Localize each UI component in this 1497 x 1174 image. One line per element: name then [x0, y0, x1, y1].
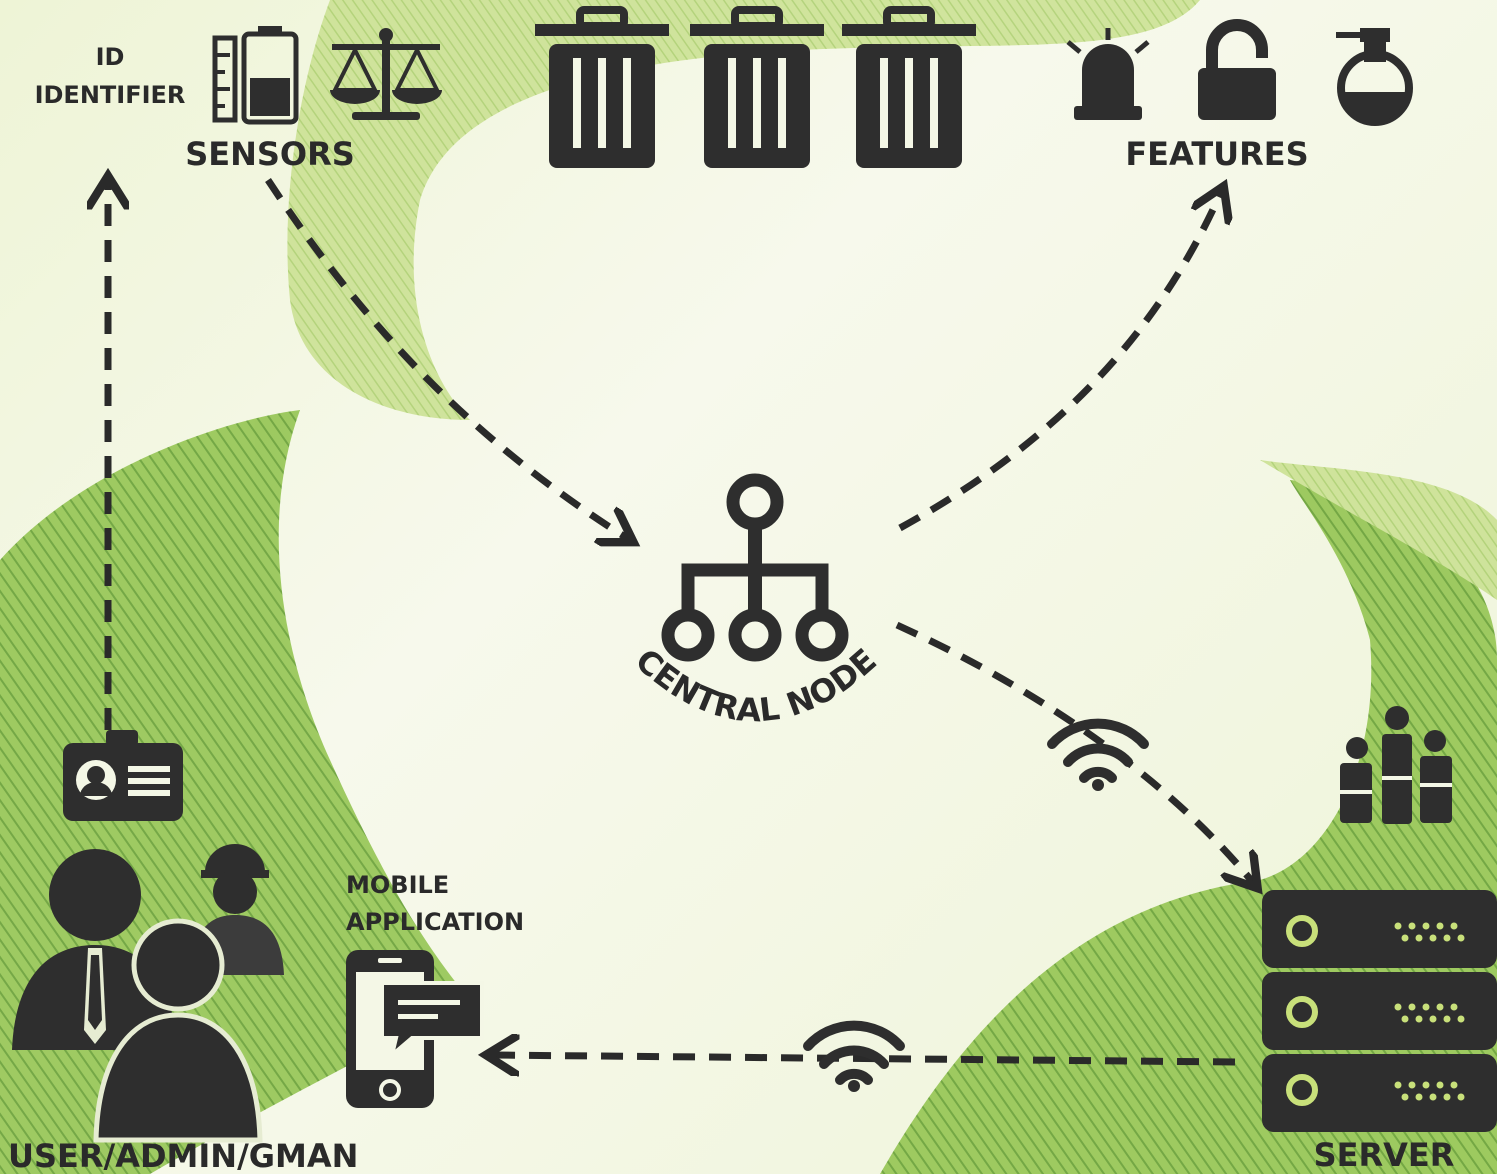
arrow-server-to-mobile — [490, 1055, 1236, 1062]
id-identifier-label-line1: ID — [96, 43, 125, 71]
trash-bin-icon — [690, 6, 824, 168]
features-label: FEATURES — [1125, 135, 1308, 173]
arrow-central-to-features — [898, 190, 1222, 532]
mobile-application-label-line2: APPLICATION — [346, 908, 524, 936]
mobile-application-label-line1: MOBILE — [346, 871, 449, 899]
users-group-icon — [12, 844, 284, 1143]
connectors — [108, 180, 1255, 1062]
scale-icon — [330, 28, 442, 120]
people-podium-icon — [1340, 706, 1452, 824]
network-hub-icon — [661, 473, 849, 662]
person-icon — [93, 918, 263, 1143]
id-identifier-label-line2: IDENTIFIER — [35, 81, 186, 109]
wifi-icon — [1047, 718, 1149, 791]
arrow-central-to-server — [895, 621, 1255, 885]
trash-bin-icon — [842, 6, 976, 168]
server-label: SERVER — [1314, 1136, 1455, 1174]
arrow-sensors-to-central — [265, 178, 630, 540]
trash-bin-icon — [535, 6, 669, 168]
ruler-battery-icon — [212, 26, 299, 125]
trash-bins — [535, 6, 976, 168]
leaf-top — [287, 0, 1201, 420]
spray-bottle-icon — [1336, 28, 1413, 126]
sensors-label: SENSORS — [185, 135, 355, 173]
leaf-bottom-right-tip — [1260, 460, 1497, 600]
user-admin-gman-label: USER/ADMIN/GMAN — [8, 1137, 358, 1174]
mobile-phone-icon — [346, 950, 484, 1108]
server-rack-icon — [1262, 890, 1497, 1132]
unlocked-padlock-icon — [1198, 19, 1276, 120]
id-card-icon — [63, 730, 183, 821]
alarm-light-icon — [1066, 28, 1150, 120]
wifi-icon — [803, 1020, 905, 1092]
